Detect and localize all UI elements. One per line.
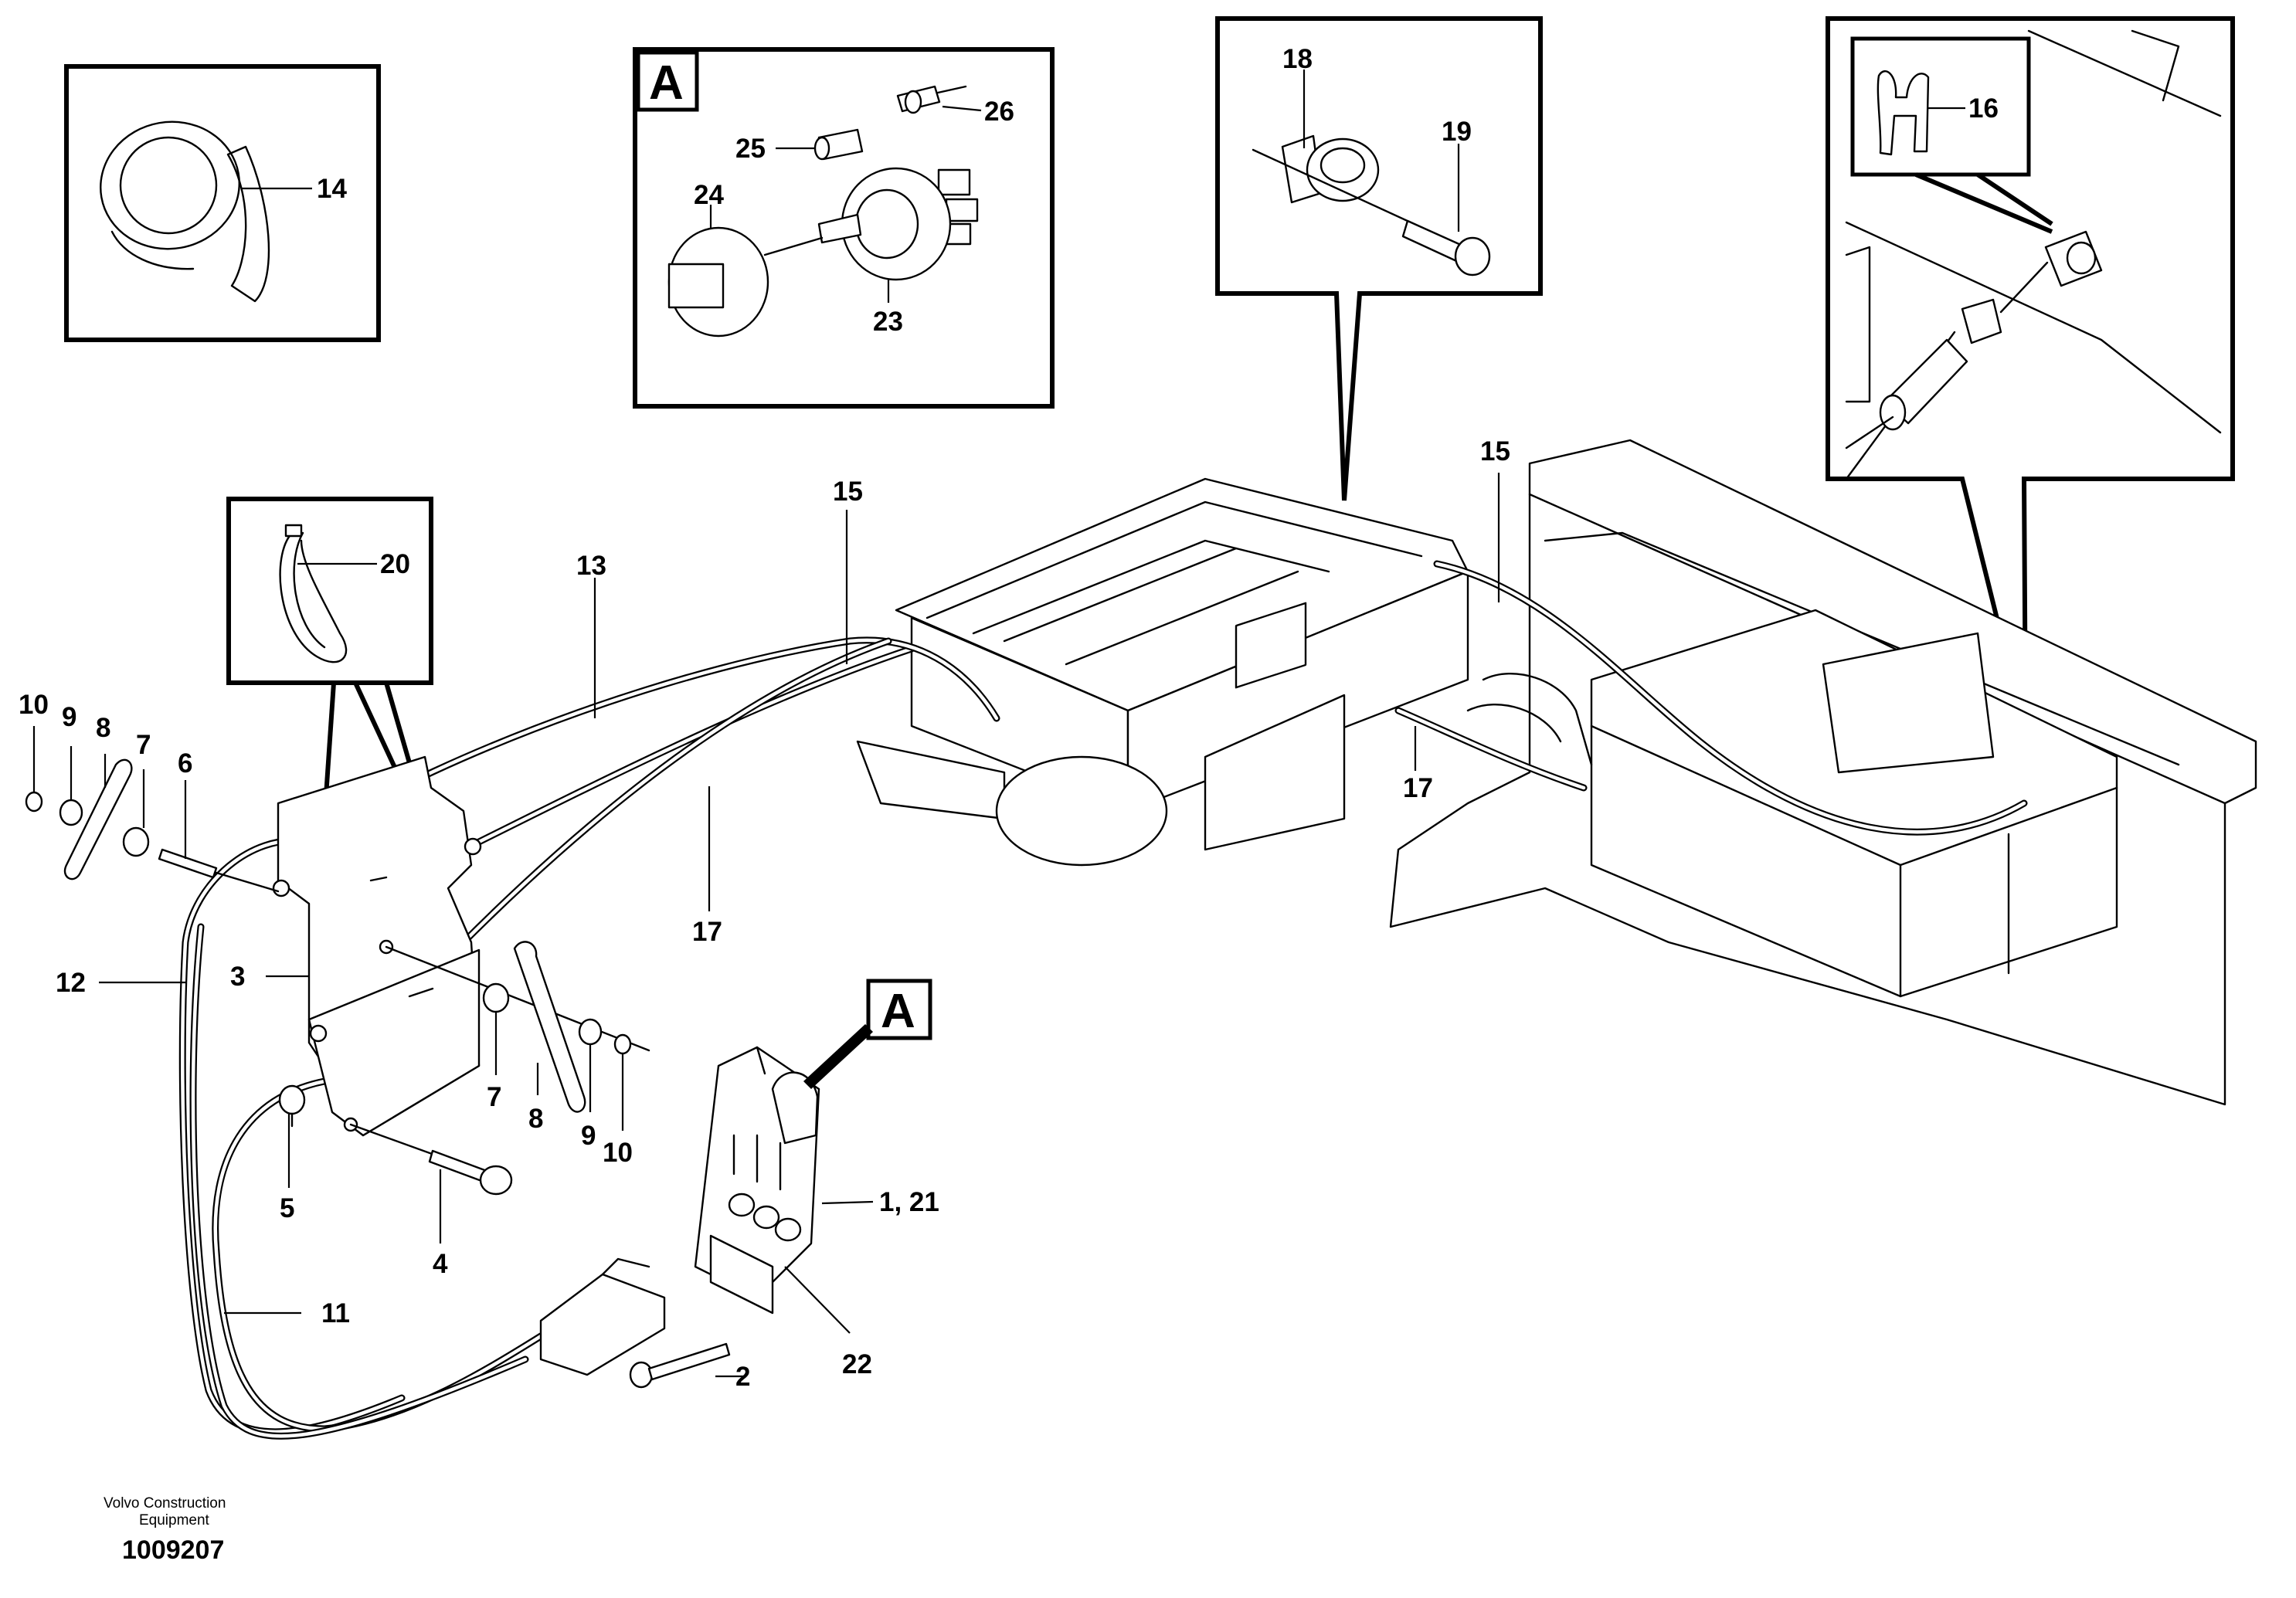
- label-part-22: 22: [842, 1349, 872, 1379]
- part-labels: 10 9 8 7 6 12 3 5 4 7 8 9 10 13 15 17 15…: [19, 436, 1510, 1392]
- left-hardware-drawing: [25, 758, 280, 893]
- label-part-20: 20: [380, 549, 410, 579]
- inset-a-letter: A: [649, 56, 684, 110]
- label-part-6: 6: [178, 748, 192, 779]
- label-part-5: 5: [280, 1193, 294, 1223]
- label-part-4: 4: [433, 1249, 448, 1279]
- label-part-17-left: 17: [692, 917, 722, 947]
- cable-tie-20-drawing: [279, 524, 348, 663]
- label-part-7-right: 7: [487, 1082, 501, 1112]
- label-part-18: 18: [1282, 44, 1313, 74]
- inset-clamp: 18 19: [1215, 16, 1543, 501]
- heater-unit-drawing: [856, 477, 1469, 867]
- label-part-13: 13: [576, 551, 606, 581]
- label-part-11: 11: [321, 1298, 350, 1328]
- label-part-9-left: 9: [62, 702, 76, 732]
- brand-name-line1: Volvo Construction: [104, 1495, 226, 1511]
- screw-19-drawing: [1401, 219, 1491, 277]
- tape-roll-drawing: [100, 120, 270, 303]
- inset-clip: 16: [1826, 16, 2235, 735]
- screw-2-drawing: [629, 1342, 731, 1389]
- connector-26-drawing: [896, 85, 967, 114]
- label-part-8-right: 8: [528, 1104, 543, 1134]
- drawing-number: 1009207: [122, 1535, 225, 1565]
- knob-24-drawing: [667, 226, 824, 338]
- control-cables: [178, 560, 2028, 1440]
- spacer-5-drawing: [278, 1084, 306, 1128]
- label-part-10-right: 10: [603, 1138, 633, 1168]
- label-part-19: 19: [1442, 117, 1472, 147]
- label-part-15-left: 15: [833, 477, 863, 507]
- label-part-23: 23: [873, 307, 903, 337]
- inset-tape: 14: [64, 64, 381, 342]
- label-part-3: 3: [230, 962, 245, 992]
- brand-name-line2: Equipment: [139, 1512, 209, 1528]
- sleeve-25-drawing: [813, 128, 864, 161]
- callout-a-main-letter: A: [881, 985, 915, 1038]
- control-panel-drawing: [539, 1046, 820, 1376]
- label-part-14: 14: [317, 174, 347, 204]
- clip-detail-background: [1845, 29, 2222, 480]
- callout-a-main: A: [803, 979, 932, 1089]
- screw-4-drawing: [349, 1123, 513, 1196]
- label-part-1-21: 1, 21: [879, 1187, 939, 1217]
- label-part-10-left: 10: [19, 690, 49, 720]
- clamp-18-drawing: [1252, 134, 1469, 250]
- clip-16-drawing: [1877, 70, 1930, 156]
- label-part-7-left: 7: [136, 730, 151, 760]
- switch-23-drawing: [817, 167, 979, 281]
- label-part-16: 16: [1968, 93, 1999, 124]
- label-part-8-left: 8: [96, 713, 110, 743]
- label-part-15-right: 15: [1480, 436, 1510, 467]
- label-part-9-right: 9: [581, 1121, 596, 1151]
- label-part-12: 12: [56, 968, 86, 998]
- label-part-25: 25: [735, 134, 766, 164]
- label-part-2: 2: [735, 1362, 750, 1392]
- dashboard-housing-drawing: [1389, 439, 2257, 1106]
- label-part-17-right: 17: [1403, 773, 1433, 803]
- label-part-24: 24: [694, 180, 724, 210]
- inset-detail-a: A 26 25 24: [633, 47, 1055, 409]
- leader-lines: [32, 473, 1500, 1378]
- label-part-26: 26: [984, 97, 1014, 127]
- bracket-assembly-drawing: [272, 755, 482, 1137]
